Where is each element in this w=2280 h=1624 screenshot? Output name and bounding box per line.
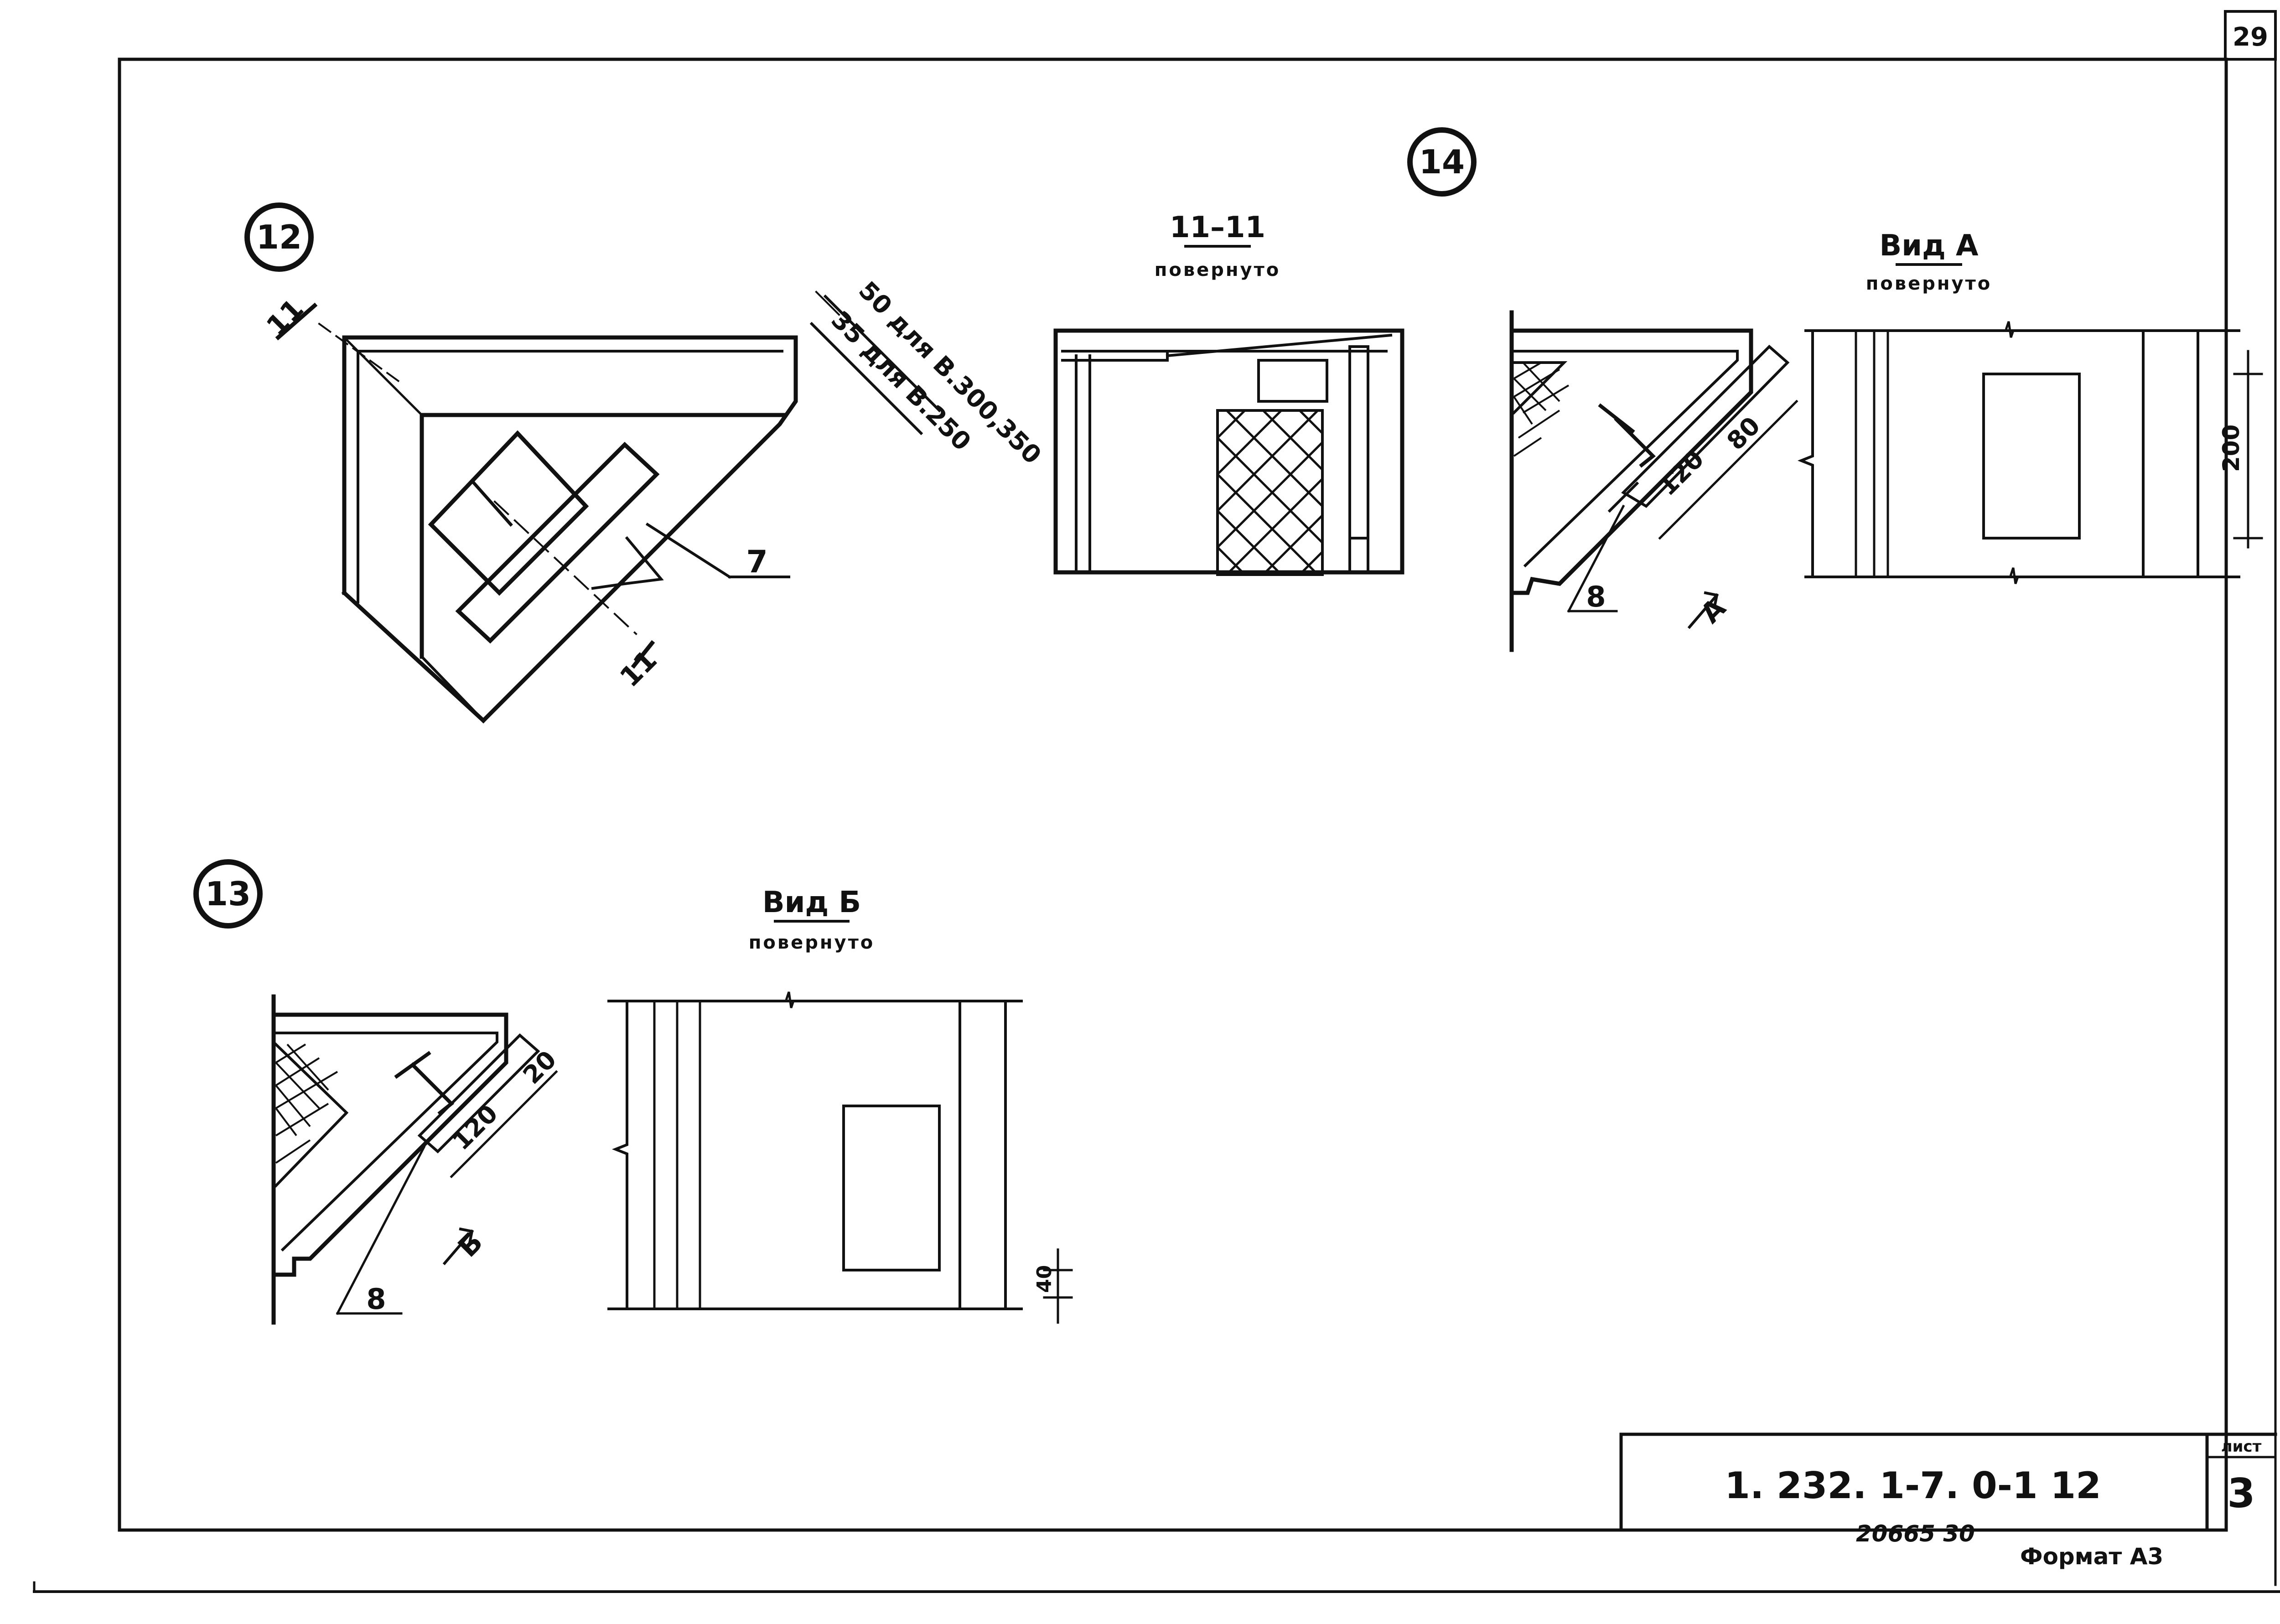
dim-40: 40 xyxy=(1033,1265,1056,1293)
inventory-number: 20665 30 xyxy=(1856,1520,1975,1547)
view-b-subtitle: повернуто xyxy=(749,932,875,953)
section-11-title: 11–11 xyxy=(1170,211,1265,244)
sheet-format: Формат А3 xyxy=(2020,1543,2163,1570)
sheet-value: 3 xyxy=(2227,1470,2255,1517)
sheet-label: лист xyxy=(2221,1437,2262,1456)
view-a-subtitle: повернуто xyxy=(1866,273,1992,294)
document-code: 1. 232. 1-7. 0-1 12 xyxy=(1725,1464,2101,1507)
section-mark-bottom: 11 xyxy=(614,644,663,694)
detail-12: 12 7 11 11 50 для В.300,350 35 для В.250 xyxy=(244,202,1047,724)
callout-8-a: 8 xyxy=(1586,580,1606,613)
section-mark-top: 11 xyxy=(260,293,310,342)
callout-8-b: 8 xyxy=(366,1282,386,1316)
callout-7: 7 xyxy=(746,544,767,580)
title-block xyxy=(1619,1432,2277,1532)
arrow-label-a: А xyxy=(1694,592,1732,630)
detail-13: 13 120 20 8 Б Вид Б повернуто 40 xyxy=(193,859,1073,1325)
dim-120-b: 120 xyxy=(447,1099,503,1156)
sheet-number-top: 29 xyxy=(2233,22,2268,52)
detail-14: 14 11–11 повернуто 120 80 8 xyxy=(1053,127,2263,652)
dim-20: 20 xyxy=(518,1045,562,1090)
section-11-subtitle: повернуто xyxy=(1155,259,1281,280)
detail-12-marker: 12 xyxy=(256,218,302,256)
view-b-title: Вид Б xyxy=(762,886,861,919)
detail-13-marker: 13 xyxy=(205,875,251,913)
view-a-title: Вид А xyxy=(1879,229,1979,263)
arrow-label-b: Б xyxy=(452,1226,489,1264)
frame xyxy=(33,10,2280,1593)
detail-14-marker: 14 xyxy=(1419,143,1465,181)
dim-200: 200 xyxy=(2218,425,2244,472)
